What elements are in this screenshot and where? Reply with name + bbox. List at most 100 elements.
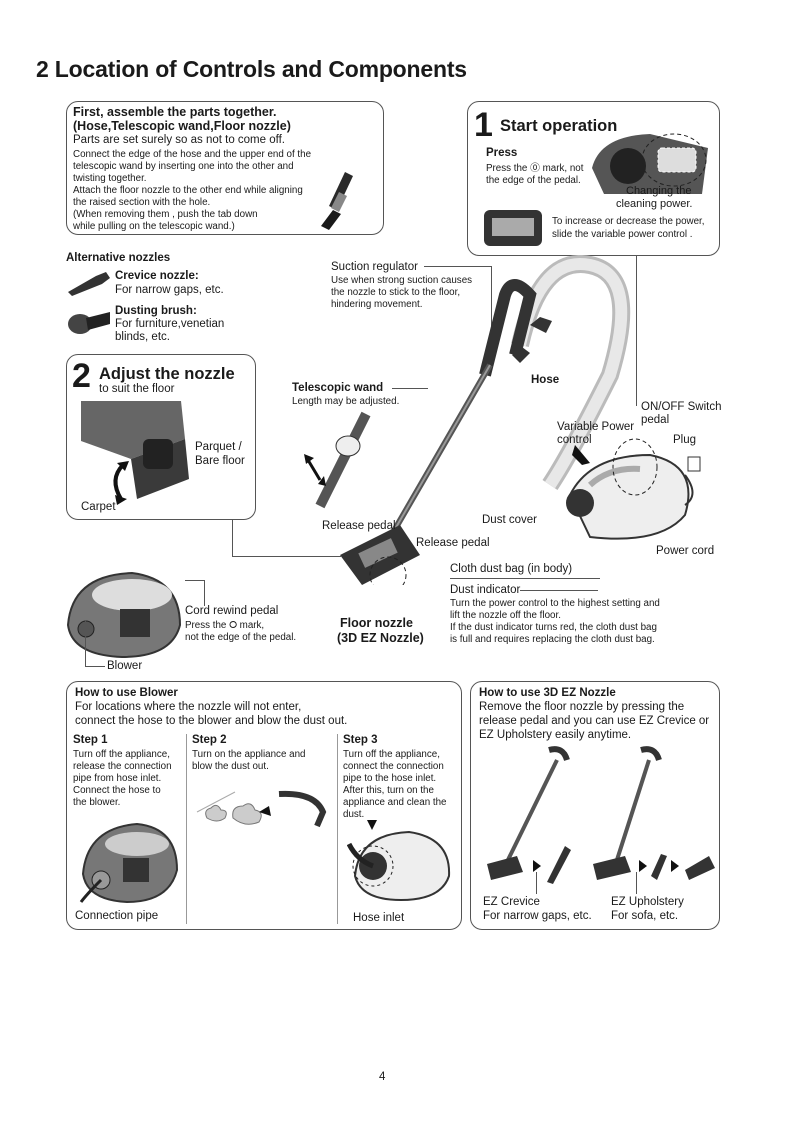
vacuum-cleaner-illustration [340, 255, 701, 585]
ez-crevice-label: EZ Crevice [483, 896, 540, 908]
adjust-title: Adjust the nozzle [99, 365, 235, 383]
step3-text: Turn off the appliance, [343, 749, 440, 760]
telescopic-wand-desc: Length may be adjusted. [292, 396, 400, 407]
dusting-brush-desc: For furniture,venetian [115, 318, 225, 330]
blower-box-text: For locations where the nozzle will not … [75, 701, 302, 713]
hose-inlet-label: Hose inlet [353, 912, 405, 924]
ez-box-text: Remove the floor nozzle by pressing the [479, 701, 685, 713]
suction-text: hindering movement. [331, 299, 423, 310]
hose-label: Hose [531, 374, 560, 386]
changing-power-2: cleaning power. [616, 198, 693, 210]
step2-text: blow the dust out. [192, 761, 269, 772]
power-cord-label: Power cord [656, 545, 715, 557]
blower-howto-box: How to use Blower For locations where th… [66, 681, 462, 930]
dust-indicator-label: Dust indicator [450, 584, 521, 596]
ez-upholstery-label: EZ Upholstery [611, 896, 684, 908]
dust-indicator-text: is full and requires replacing the cloth… [450, 634, 655, 645]
step1-title: Step 1 [73, 734, 108, 746]
cord-rewind-label: Cord rewind pedal [185, 605, 279, 617]
assemble-text: while pulling on the telescopic wand.) [73, 221, 235, 232]
crevice-nozzle-name: Crevice nozzle: [115, 270, 199, 282]
step3-text: appliance and clean the [343, 797, 447, 808]
ez-crevice-desc: For narrow gaps, etc. [483, 910, 592, 922]
step-number-1: 1 [474, 106, 493, 144]
connection-pipe-label: Connection pipe [75, 910, 159, 922]
dust-indicator-text: If the dust indicator turns red, the clo… [450, 622, 657, 633]
ez-upholstery-illustration [593, 746, 715, 880]
press-label: Press [486, 147, 518, 159]
crevice-nozzle-icon [68, 272, 110, 296]
cloth-bag-label: Cloth dust bag (in body) [450, 563, 573, 575]
slide-text: slide the variable power control . [552, 229, 693, 240]
dusting-brush-name: Dusting brush: [115, 305, 197, 317]
ez-nozzle-howto-box: How to use 3D EZ Nozzle Remove the floor… [470, 681, 720, 930]
assemble-heading1: First, assemble the parts together. [73, 105, 277, 119]
dust-cover-label: Dust cover [482, 514, 537, 526]
step-number-2: 2 [72, 357, 91, 395]
alt-nozzles-title: Alternative nozzles [66, 252, 171, 264]
assemble-text: Attach the floor nozzle to the other end… [73, 185, 303, 196]
release-pedal-label-1: Release pedal [322, 520, 396, 532]
crevice-nozzle-desc: For narrow gaps, etc. [115, 284, 224, 296]
assemble-line1: Parts are set surely so as not to come o… [73, 134, 285, 146]
step1-text: the blower. [73, 797, 121, 808]
assemble-heading2: (Hose,Telescopic wand,Floor nozzle) [73, 119, 291, 133]
start-operation-box: 1 Start operation Press Press the ⓪ mark… [467, 101, 720, 256]
dust-indicator-text: lift the nozzle off the floor. [450, 610, 561, 621]
blower-box-title: How to use Blower [75, 687, 178, 699]
assemble-text: telescopic wand by inserting one into th… [73, 161, 294, 172]
assemble-text: (When removing them , push the tab down [73, 209, 258, 220]
cord-rewind-text: Press the ⭘ mark, [185, 620, 265, 631]
step3-title: Step 3 [343, 734, 378, 746]
dusting-brush-desc: blinds, etc. [115, 331, 170, 343]
ez-box-text: EZ Upholstery easily anytime. [479, 729, 632, 741]
press-text: Press the ⓪ mark, not [486, 163, 584, 174]
adjust-subtitle: to suit the floor [99, 383, 175, 395]
variable-power-label-1: Variable Power [557, 421, 635, 433]
suction-text: the nozzle to stick to the floor, [331, 287, 461, 298]
suction-text: Use when strong suction causes [331, 275, 473, 286]
step1-text: Turn off the appliance, [73, 749, 170, 760]
assemble-text: the raised section with the hole. [73, 197, 211, 208]
onoff-label-2: pedal [641, 414, 670, 426]
variable-power-control-illustration [484, 210, 542, 246]
step2-title: Step 2 [192, 734, 227, 746]
floor-nozzle-label-1: Floor nozzle [340, 616, 413, 630]
step1-text: release the connection [73, 761, 172, 772]
wand-connection-illustration [321, 172, 353, 230]
assemble-text: twisting together. [73, 173, 147, 184]
parquet-label-2: Bare floor [195, 455, 245, 467]
pedal-illustration [592, 133, 708, 194]
changing-power-1: Changing the [626, 185, 692, 197]
step1-text: pipe from hose inlet. [73, 773, 162, 784]
step2-illustration [196, 790, 327, 828]
step3-text: After this, turn on the [343, 785, 434, 796]
ez-crevice-illustration [487, 746, 571, 884]
assemble-text: Connect the edge of the hose and the upp… [73, 149, 312, 160]
slide-text: To increase or decrease the power, [552, 216, 705, 227]
start-title: Start operation [500, 117, 618, 135]
parquet-label-1: Parquet / [195, 441, 242, 453]
step1-text: Connect the hose to [73, 785, 161, 796]
telescopic-wand-label: Telescopic wand [292, 382, 384, 394]
page-title: 2 Location of Controls and Components [36, 56, 467, 82]
step3-text: pipe to the hose inlet. [343, 773, 437, 784]
ez-upholstery-desc: For sofa, etc. [611, 910, 679, 922]
step3-text: connect the connection [343, 761, 444, 772]
floor-nozzle-label-2: (3D EZ Nozzle) [337, 631, 424, 645]
release-pedal-label-2: Release pedal [416, 537, 490, 549]
step3-illustration [347, 820, 451, 902]
nozzle-adjust-illustration [81, 401, 189, 505]
carpet-label: Carpet [81, 501, 116, 513]
adjust-nozzle-box: 2 Adjust the nozzle to suit the floor Pa… [66, 354, 256, 520]
dusting-brush-icon [68, 312, 110, 334]
page-number: 4 [379, 1071, 386, 1083]
suction-title: Suction regulator [331, 261, 418, 273]
onoff-label-1: ON/OFF Switch [641, 401, 722, 413]
step1-illustration [79, 822, 179, 904]
plug-label: Plug [673, 434, 697, 446]
blower-body-illustration [66, 571, 182, 659]
press-text: the edge of the pedal. [486, 175, 581, 186]
blower-box-text: connect the hose to the blower and blow … [75, 715, 348, 727]
step3-text: dust. [343, 809, 365, 820]
